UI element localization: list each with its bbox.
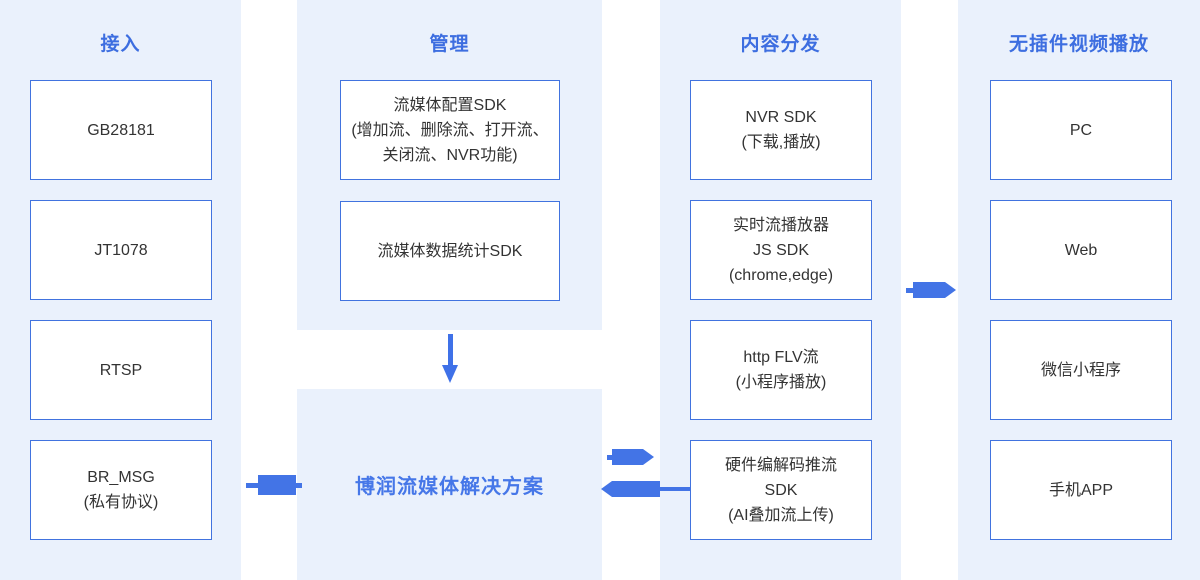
box-mobile-app: 手机APP bbox=[990, 440, 1172, 540]
box-pc: PC bbox=[990, 80, 1172, 180]
box-stream-config-sdk: 流媒体配置SDK (增加流、删除流、打开流、 关闭流、NVR功能) bbox=[340, 80, 560, 180]
playback-title: 无插件视频播放 bbox=[1008, 34, 1149, 55]
panel-access: 接入 GB28181 JT1078 RTSP BR_MSG (私有协议) bbox=[0, 0, 241, 580]
box-wechat-miniapp: 微信小程序 bbox=[990, 320, 1172, 420]
panel-manage: 管理 流媒体配置SDK (增加流、删除流、打开流、 关闭流、NVR功能) 流媒体… bbox=[297, 0, 602, 330]
box-br-msg: BR_MSG (私有协议) bbox=[30, 440, 212, 540]
arrow-left-hardware-sdk-to-solution-icon bbox=[601, 481, 690, 497]
arrow-head bbox=[442, 365, 458, 383]
arrow-tail bbox=[246, 482, 258, 488]
panel-distribute: 内容分发 NVR SDK (下载,播放) 实时流播放器 JS SDK (chro… bbox=[660, 0, 901, 580]
access-title: 接入 bbox=[100, 34, 141, 55]
box-web: Web bbox=[990, 200, 1172, 300]
arrow-left-access-solution-icon bbox=[246, 475, 302, 495]
distribute-title: 内容分发 bbox=[740, 34, 821, 55]
arrow-body bbox=[913, 282, 945, 298]
manage-title: 管理 bbox=[429, 34, 470, 55]
arrow-line bbox=[447, 334, 453, 365]
arrow-down-manage-to-solution-icon bbox=[442, 334, 458, 383]
arrow-tail bbox=[906, 287, 913, 293]
arrow-right-distribute-to-playback-icon bbox=[906, 282, 956, 298]
arrow-body bbox=[612, 481, 660, 497]
arrow-tip bbox=[296, 482, 302, 488]
arrow-body bbox=[612, 449, 643, 465]
box-gb28181: GB28181 bbox=[30, 80, 212, 180]
solution-label: 博润流媒体解决方案 bbox=[355, 476, 544, 498]
panel-solution: 博润流媒体解决方案 bbox=[297, 389, 602, 580]
box-js-player-sdk: 实时流播放器 JS SDK (chrome,edge) bbox=[690, 200, 872, 300]
box-http-flv: http FLV流 (小程序播放) bbox=[690, 320, 872, 420]
arrow-head bbox=[945, 282, 956, 298]
box-stream-stats-sdk: 流媒体数据统计SDK bbox=[340, 201, 560, 301]
arrow-head bbox=[601, 481, 612, 497]
arrow-tail bbox=[660, 487, 690, 491]
arrow-head bbox=[643, 449, 654, 465]
box-jt1078: JT1078 bbox=[30, 200, 212, 300]
arrow-right-solution-to-distribute-icon bbox=[607, 449, 654, 465]
box-nvr-sdk: NVR SDK (下载,播放) bbox=[690, 80, 872, 180]
arrow-body bbox=[258, 475, 296, 495]
box-hardware-sdk: 硬件编解码推流 SDK (AI叠加流上传) bbox=[690, 440, 872, 540]
box-rtsp: RTSP bbox=[30, 320, 212, 420]
arrow-tail bbox=[607, 454, 612, 460]
panel-playback: 无插件视频播放 PC Web 微信小程序 手机APP bbox=[958, 0, 1200, 580]
